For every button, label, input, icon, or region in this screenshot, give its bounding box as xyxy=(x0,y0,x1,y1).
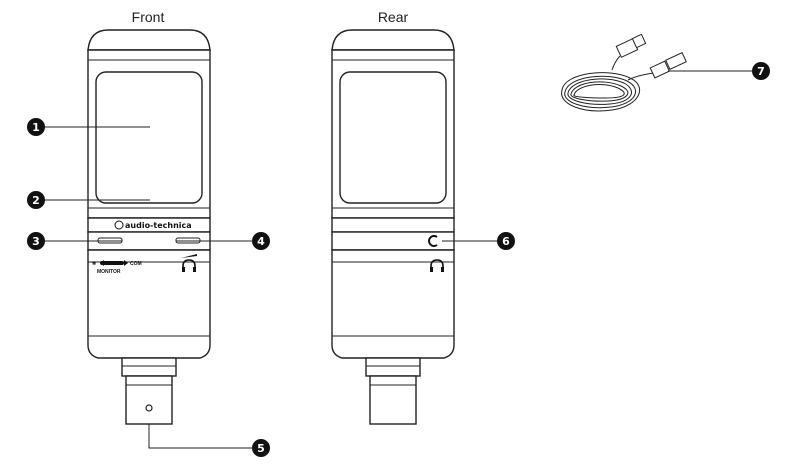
callout-leaders xyxy=(44,70,752,449)
callout-6-badge xyxy=(497,232,515,250)
mix-switch-right-label: COM xyxy=(130,261,142,267)
front-grille xyxy=(95,71,203,204)
callout-3: 3 xyxy=(27,232,45,250)
callout-5: 5 xyxy=(252,439,270,457)
mix-switch-arrow-right xyxy=(124,260,128,266)
front-view-title: Front xyxy=(132,9,165,25)
callout-2-number: 2 xyxy=(32,194,40,207)
rear-collar xyxy=(331,231,455,251)
rear-grille xyxy=(339,71,447,204)
headphone-icon-right-cup xyxy=(193,267,196,272)
callout-7-number: 7 xyxy=(757,65,765,78)
callout-5-badge xyxy=(252,439,270,457)
rear-view-title: Rear xyxy=(378,9,409,25)
volume-ramp-icon xyxy=(181,254,197,258)
usb-a-plug xyxy=(649,60,671,79)
front-body xyxy=(87,249,211,359)
rear-band xyxy=(331,217,455,233)
front-microphone xyxy=(87,29,211,425)
callout-4-badge xyxy=(252,232,270,250)
rear-headphone-icon-right-cup xyxy=(441,267,444,272)
callout-2-badge xyxy=(27,191,45,209)
callout-3-number: 3 xyxy=(32,235,40,248)
rear-neck xyxy=(365,357,421,377)
callout-2: 2 xyxy=(27,191,45,209)
headphone-icon-left-cup xyxy=(182,267,185,272)
rear-top-cap xyxy=(331,29,455,51)
mix-switch-bottom-label: MONITOR xyxy=(97,269,121,275)
front-brand-label: audio-technica xyxy=(125,221,192,230)
rear-body xyxy=(331,249,455,359)
callout-7-badge xyxy=(752,62,770,80)
rear-headphone-icon xyxy=(430,259,444,271)
callout-3-badge xyxy=(27,232,45,250)
callout-4-number: 4 xyxy=(257,235,265,248)
audio-technica-logo-icon xyxy=(114,220,124,230)
callout-6-number: 6 xyxy=(502,235,510,248)
front-top-cap xyxy=(87,29,211,51)
headphone-jack xyxy=(428,235,438,247)
callout-6: 6 xyxy=(497,232,515,250)
rear-details xyxy=(332,59,454,386)
headphone-icon xyxy=(182,259,196,271)
rear-headphone-icon-left-cup xyxy=(430,267,433,272)
callout-4: 4 xyxy=(252,232,270,250)
mix-switch-slider xyxy=(100,261,124,265)
callout-7: 7 xyxy=(752,62,770,80)
rear-connector-housing xyxy=(369,375,417,425)
mix-switch-left-label: ✻ xyxy=(92,261,96,267)
callout-5-number: 5 xyxy=(257,442,265,455)
mix-switch-arrow-left xyxy=(100,260,104,266)
front-connector-port xyxy=(145,404,153,412)
callout-1: 1 xyxy=(27,118,45,136)
callout-1-badge xyxy=(27,118,45,136)
front-neck xyxy=(121,357,177,377)
rear-microphone xyxy=(331,29,455,425)
front-connector-housing xyxy=(125,375,173,425)
usb-cable-icon xyxy=(561,33,687,112)
callout-1-number: 1 xyxy=(32,121,40,134)
